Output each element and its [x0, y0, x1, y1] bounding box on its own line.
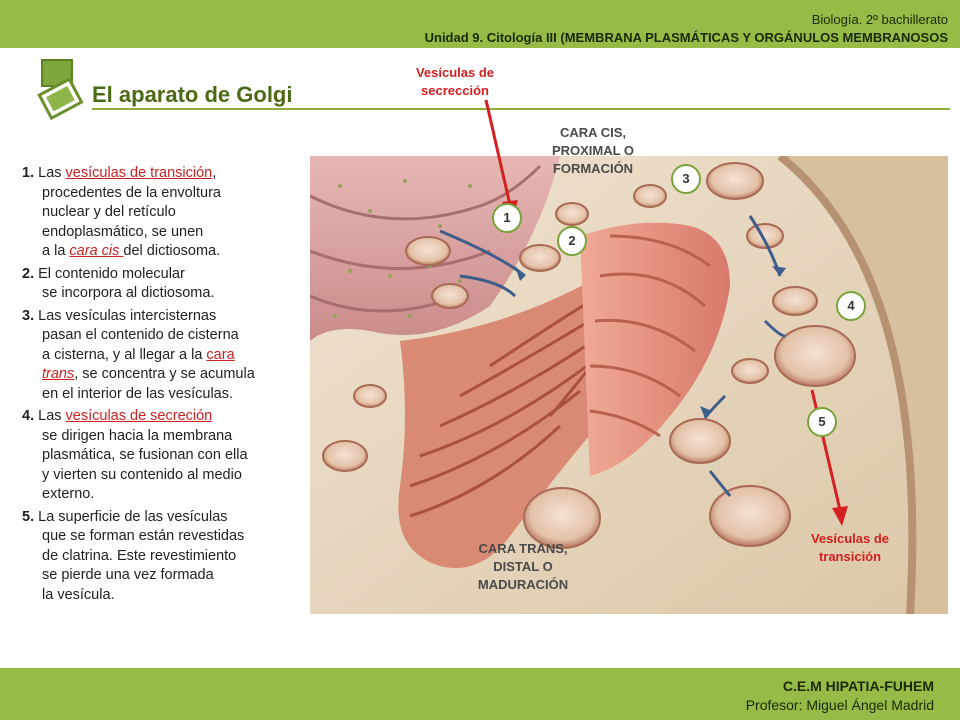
step-badge-2: 2 [557, 226, 587, 256]
step-badge-1: 1 [492, 203, 522, 233]
label-cara-trans: CARA TRANS, DISTAL O MADURACIÓN [477, 541, 569, 592]
step-badge-4: 4 [836, 291, 866, 321]
list-item: 4. Las vesículas de secreción se dirigen… [22, 408, 248, 502]
label-vesiculas-secrecion: Vesículas de secrección [415, 65, 495, 98]
description-list: 1. Las vesículas de transición, proceden… [22, 164, 304, 608]
title-divider [92, 108, 950, 110]
footer-teacher: Profesor: Miguel Ángel Madrid [745, 697, 934, 713]
label-vesiculas-transicion: Vesículas de transición [810, 531, 890, 564]
step-badge-5: 5 [807, 407, 837, 437]
term-cara-trans-b: trans [42, 366, 75, 382]
slide-logo-icon [37, 59, 84, 121]
step-badge-3: 3 [671, 164, 701, 194]
header-unit: Unidad 9. Citología III (MEMBRANA PLASMÁ… [424, 30, 948, 45]
label-cara-cis: CARA CIS, PROXIMAL O FORMACIÓN [551, 125, 635, 176]
list-item: 3. Las vesículas intercisternas pasan el… [22, 307, 255, 402]
list-item: 2. El contenido molecular se incorpora a… [22, 265, 215, 302]
header-bar [0, 0, 960, 48]
term-cara-trans-a: cara [206, 346, 235, 363]
term-vesiculas-secrecion: vesículas de secreción [65, 408, 213, 424]
footer-bar [0, 668, 960, 720]
link-vesiculas-transicion: vesículas de transición [65, 165, 213, 181]
list-item: 5. La superficie de las vesículas que se… [22, 508, 245, 603]
page-title: El aparato de Golgi [92, 82, 293, 107]
term-cara-cis: cara cis [69, 243, 124, 259]
header-course: Biología. 2º bachillerato [811, 12, 948, 27]
list-item: 1. Las vesículas de transición, proceden… [22, 165, 221, 259]
footer-school: C.E.M HIPATIA-FUHEM [782, 678, 934, 694]
golgi-illustration [310, 156, 948, 614]
